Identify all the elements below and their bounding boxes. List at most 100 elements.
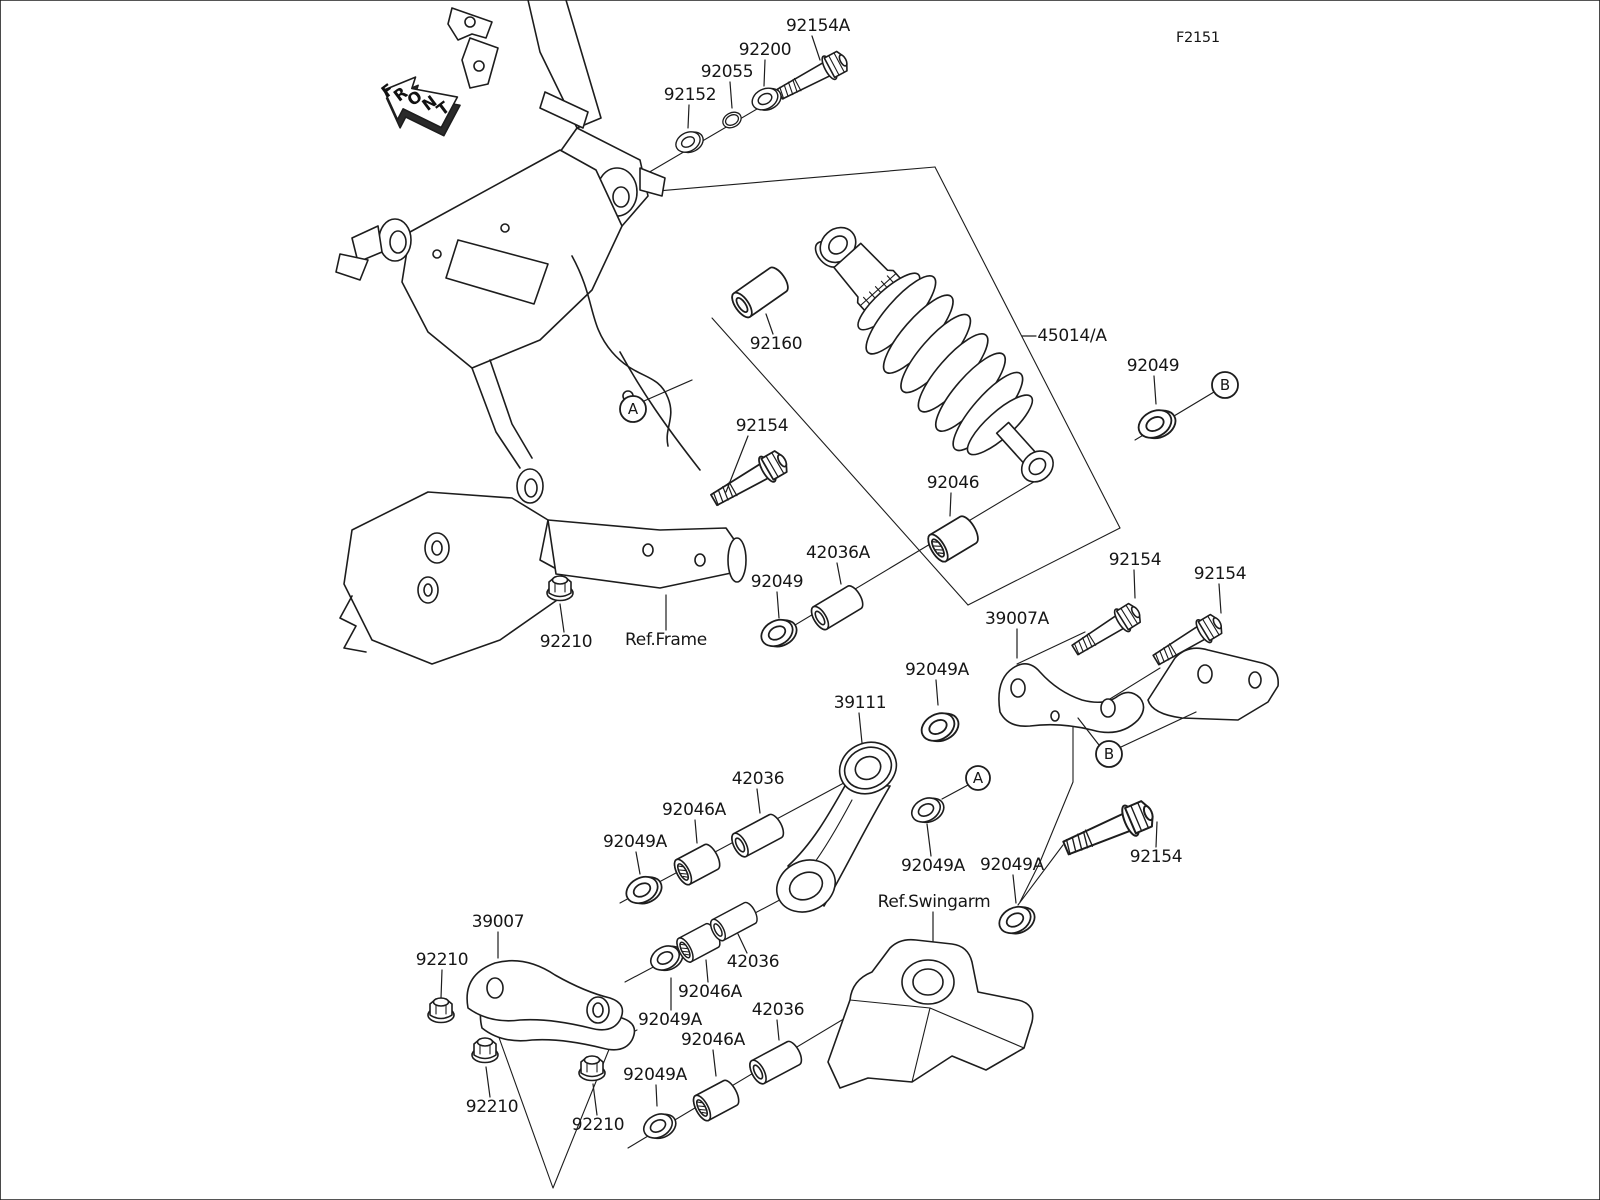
part-label: 92210 xyxy=(416,950,469,970)
part-label: 92055 xyxy=(701,62,754,82)
nut-92210-1 xyxy=(546,575,574,602)
part-label: 92046 xyxy=(927,473,980,493)
leader-line xyxy=(949,492,952,517)
bracket-39007a xyxy=(998,647,1279,734)
collar-42036-row-a xyxy=(727,811,788,861)
figure-code: F2151 xyxy=(1176,30,1220,46)
leader-line xyxy=(592,1083,598,1116)
leader-lines xyxy=(440,35,1222,1116)
leader-line xyxy=(1155,821,1158,848)
leader-line xyxy=(705,959,709,983)
part-label: Ref.Frame xyxy=(625,630,707,650)
washer-92049-left xyxy=(755,612,803,655)
leader-line xyxy=(776,1019,780,1041)
callout-letter: A xyxy=(628,400,639,418)
part-label: 39007 xyxy=(472,912,525,932)
front-arrow: FRONT xyxy=(374,74,461,137)
leader-line xyxy=(836,562,842,585)
washer-92049a-right-1 xyxy=(906,791,949,830)
part-label: 92210 xyxy=(540,632,593,652)
bearing-92046 xyxy=(923,512,983,566)
part-label: 42036 xyxy=(732,769,785,789)
callout-letter: B xyxy=(1104,745,1114,763)
callout-leader-line xyxy=(1173,391,1215,417)
part-label: 92154 xyxy=(1130,847,1183,867)
leader-line xyxy=(765,313,774,335)
callout-circle xyxy=(965,765,991,791)
shock-absorber xyxy=(814,226,1054,483)
nut-92210-2 xyxy=(427,997,455,1024)
tie-rod-39007 xyxy=(466,959,636,1051)
leader-line xyxy=(725,435,749,493)
collar-92152 xyxy=(671,125,708,159)
nut-92210-4 xyxy=(578,1055,606,1082)
callout-circle xyxy=(1211,371,1239,399)
part-label: 92049A xyxy=(980,855,1045,875)
part-label: 92160 xyxy=(750,334,803,354)
leader-line xyxy=(485,1066,491,1098)
frame-outline xyxy=(335,0,747,665)
leader-line xyxy=(655,1084,658,1107)
leader-line xyxy=(935,679,939,706)
callout-circle xyxy=(619,395,647,423)
bolt-92154-right-1 xyxy=(1067,598,1146,662)
leader-line xyxy=(1133,569,1136,599)
collar-92160 xyxy=(727,263,793,322)
part-label: 92049A xyxy=(905,660,970,680)
part-label: 42036A xyxy=(806,543,871,563)
leader-line xyxy=(926,823,932,857)
washer-92049a-mid xyxy=(915,705,965,750)
part-label: 92049A xyxy=(623,1065,688,1085)
leader-line xyxy=(559,603,565,633)
callouts: A B A B xyxy=(619,371,1239,791)
part-label: 92049A xyxy=(638,1010,703,1030)
part-label: 42036 xyxy=(727,952,780,972)
washer-92049a-right-2 xyxy=(993,899,1041,942)
collar-42036-row-c xyxy=(745,1038,806,1088)
part-labels: 92154A92200920559215245014/A920499216092… xyxy=(416,16,1247,1135)
part-label: 39111 xyxy=(834,693,887,713)
part-label: 39007A xyxy=(985,609,1050,629)
part-label: 92200 xyxy=(739,40,792,60)
part-label: 92049A xyxy=(603,832,668,852)
callout-letter: B xyxy=(1220,376,1230,394)
part-label: Ref.Swingarm xyxy=(878,892,991,912)
part-label: 92152 xyxy=(664,85,717,105)
leader-line xyxy=(858,712,863,744)
part-label: 92154 xyxy=(736,416,789,436)
swingarm-section xyxy=(827,938,1034,1089)
part-label: 92046A xyxy=(681,1030,746,1050)
part-label: 92210 xyxy=(466,1097,519,1117)
part-label: 92049A xyxy=(901,856,966,876)
part-label: 92049 xyxy=(1127,356,1180,376)
part-label: 92154 xyxy=(1194,564,1247,584)
leader-line xyxy=(694,819,698,844)
leader-line xyxy=(737,933,748,954)
leader-line xyxy=(440,969,443,999)
leader-line xyxy=(776,591,780,619)
leader-line xyxy=(729,81,733,109)
leader-line xyxy=(687,104,690,129)
part-label: 92046A xyxy=(678,982,743,1002)
callout-leader-line xyxy=(1120,711,1197,748)
leader-line xyxy=(1012,874,1017,904)
leader-line xyxy=(1218,583,1222,614)
bolt-92154-mid xyxy=(705,445,793,514)
part-label: 92154A xyxy=(786,16,851,36)
leader-line xyxy=(1153,375,1157,405)
part-label: 92154 xyxy=(1109,550,1162,570)
callout-leader-line xyxy=(1077,717,1100,746)
callout-leader-line xyxy=(941,784,969,800)
washer-92049a-row-a xyxy=(620,869,668,912)
rocker-arm-39111 xyxy=(776,741,898,913)
part-label: 92046A xyxy=(662,800,727,820)
washer-92049a-row-c xyxy=(638,1107,681,1146)
callout-letter: A xyxy=(973,769,984,787)
nut-92210-3 xyxy=(471,1037,499,1064)
collar-42036-row-b xyxy=(707,899,761,944)
leader-line xyxy=(635,851,641,875)
leader-line xyxy=(811,35,821,61)
collar-42036a xyxy=(807,582,867,634)
leader-line xyxy=(712,1049,717,1077)
